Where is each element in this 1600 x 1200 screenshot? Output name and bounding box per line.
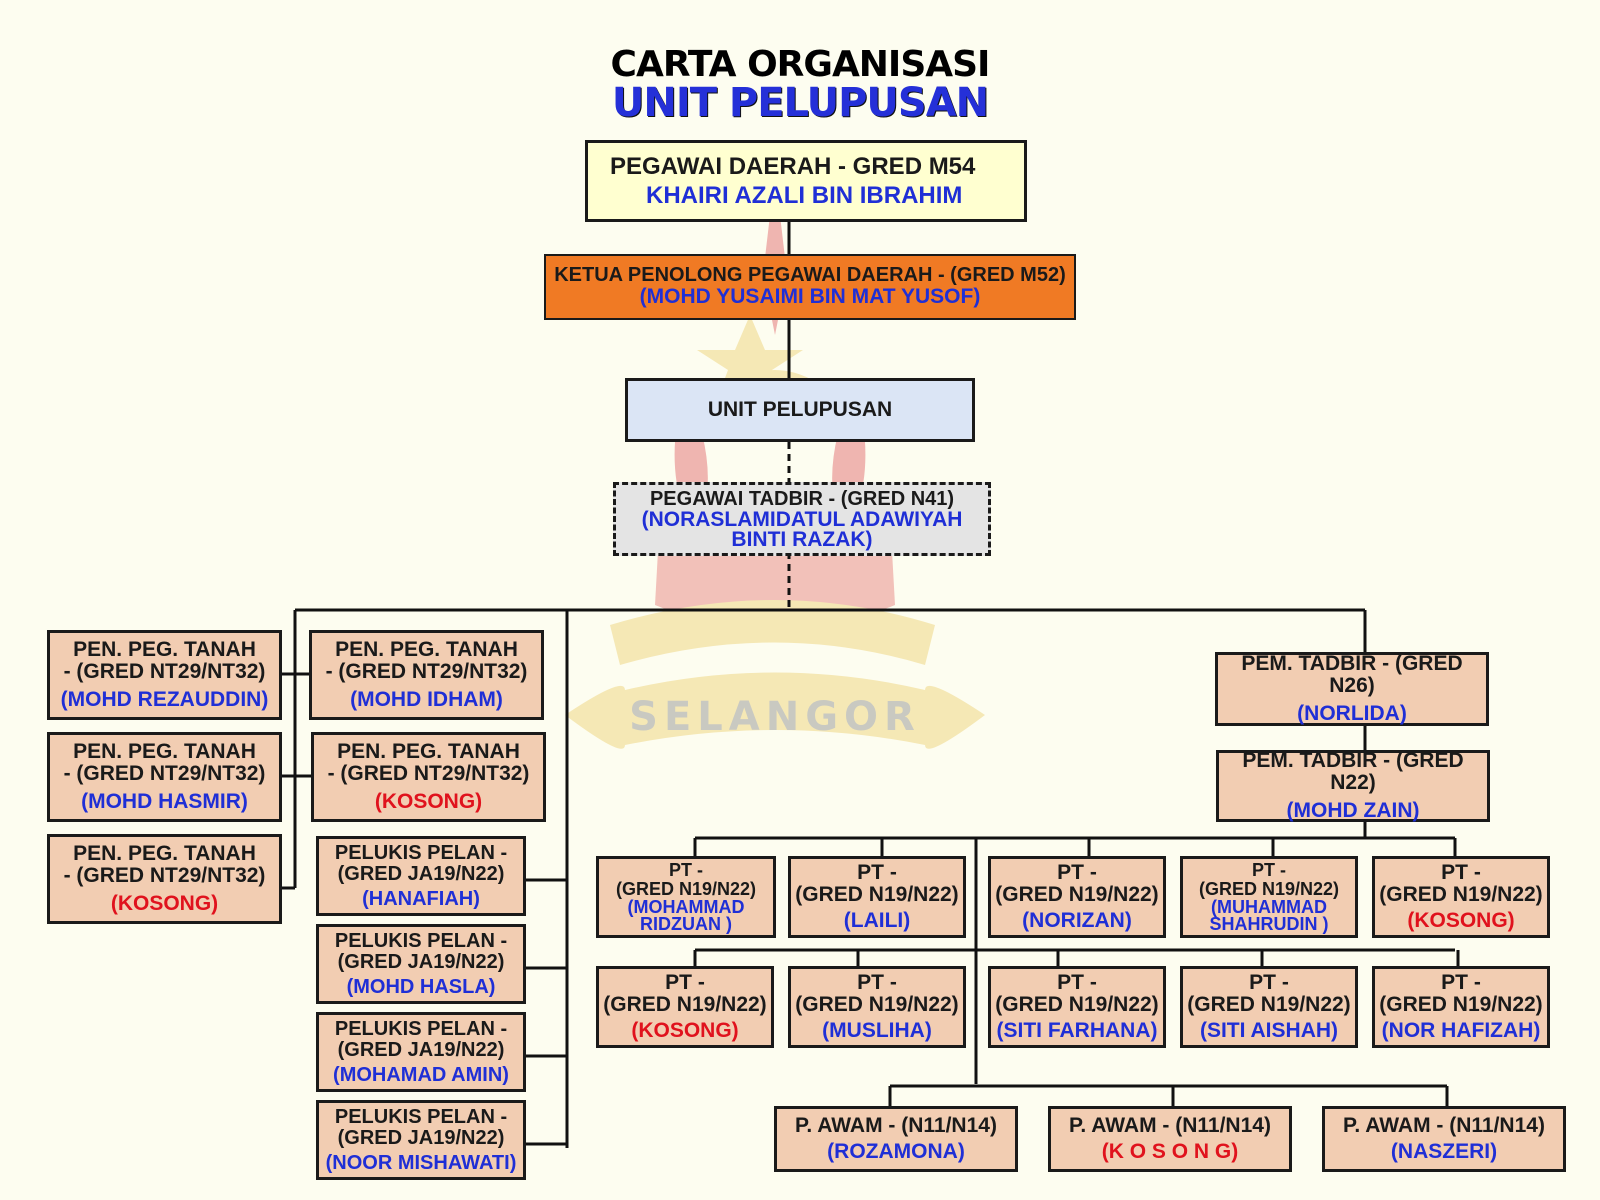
box-name: KHAIRI AZALI BIN IBRAHIM	[646, 181, 963, 209]
box-name: (NOOR MISHAWATI)	[325, 1151, 517, 1174]
box-role: PEN. PEG. TANAH - (GRED NT29/NT32)	[325, 638, 528, 684]
box-p-awam-3: P. AWAM - (N11/N14) (NASZERI)	[1322, 1106, 1566, 1172]
box-name: (NOR HAFIZAH)	[1381, 1018, 1541, 1042]
box-role: PELUKIS PELAN - (GRED JA19/N22)	[334, 1105, 508, 1149]
box-name: (MOHD HASMIR)	[81, 789, 248, 813]
selangor-crest-watermark: SELANGOR	[565, 215, 985, 749]
box-role: PT - (GRED N19/N22)	[995, 971, 1159, 1017]
box-pegawai-daerah: PEGAWAI DAERAH - GRED M54 KHAIRI AZALI B…	[585, 140, 1027, 222]
box-role: PEN. PEG. TANAH - (GRED NT29/NT32)	[63, 842, 266, 888]
box-name: (HANAFIAH)	[362, 887, 480, 910]
box-name-vacant: (KOSONG)	[631, 1018, 739, 1042]
box-name: (NORIZAN)	[1022, 908, 1132, 932]
chart-subtitle: UNIT PELUPUSAN	[611, 80, 989, 126]
box-name: (NORASLAMIDATUL ADAWIYAH BINTI RAZAK)	[641, 507, 963, 551]
box-name: (SITI AISHAH)	[1199, 1018, 1339, 1042]
box-name: (MOHD ZAIN)	[1286, 799, 1420, 823]
box-name: (MUHAMMAD SHAHRUDIN )	[1209, 896, 1329, 934]
box-p-awam-2: P. AWAM - (N11/N14) (K O S O N G)	[1048, 1106, 1292, 1172]
box-pt-row1-4: PT - (GRED N19/N22) (MUHAMMAD SHAHRUDIN …	[1180, 856, 1358, 938]
box-role: PEM. TADBIR - (GRED N26)	[1241, 651, 1463, 697]
box-name-vacant: (KOSONG)	[1407, 908, 1515, 932]
box-role: PEN. PEG. TANAH - (GRED NT29/NT32)	[63, 740, 266, 786]
box-role: PT - (GRED N19/N22)	[795, 971, 959, 1017]
box-role: P. AWAM - (N11/N14)	[1069, 1114, 1271, 1138]
box-role: PT - (GRED N19/N22)	[1187, 971, 1351, 1017]
box-pt-row2-5: PT - (GRED N19/N22) (NOR HAFIZAH)	[1372, 966, 1550, 1048]
box-ketua-penolong: KETUA PENOLONG PEGAWAI DAERAH - (GRED M5…	[544, 254, 1076, 320]
box-pen-peg-tanah-3: PEN. PEG. TANAH - (GRED NT29/NT32) (KOSO…	[47, 834, 282, 924]
box-name: (SITI FARHANA)	[996, 1018, 1158, 1042]
box-pen-peg-tanah-2: PEN. PEG. TANAH - (GRED NT29/NT32) (MOHD…	[47, 732, 282, 822]
box-role: PT - (GRED N19/N22)	[615, 860, 757, 899]
box-name: (LAILI)	[843, 908, 911, 932]
box-name: (MOHAMAD AMIN)	[333, 1063, 509, 1086]
box-p-awam-1: P. AWAM - (N11/N14) (ROZAMONA)	[774, 1106, 1018, 1172]
box-pem-tadbir-n22: PEM. TADBIR - (GRED N22) (MOHD ZAIN)	[1216, 748, 1490, 823]
crest-scroll-icon	[565, 672, 985, 749]
box-name: (ROZAMONA)	[827, 1139, 965, 1163]
box-role: PT - (GRED N19/N22)	[1379, 861, 1543, 907]
box-pt-row2-4: PT - (GRED N19/N22) (SITI AISHAH)	[1180, 966, 1358, 1048]
box-pt-row1-2: PT - (GRED N19/N22) (LAILI)	[788, 856, 966, 938]
box-pt-row1-1: PT - (GRED N19/N22) (MOHAMMAD RIDZUAN )	[596, 856, 776, 938]
box-role: UNIT PELUPUSAN	[707, 397, 893, 421]
box-role: PT - (GRED N19/N22)	[795, 861, 959, 907]
box-pt-row1-5: PT - (GRED N19/N22) (KOSONG)	[1372, 856, 1550, 938]
box-pelukis-pelan-3: PELUKIS PELAN - (GRED JA19/N22) (MOHAMAD…	[316, 1012, 526, 1092]
box-role: PEN. PEG. TANAH - (GRED NT29/NT32)	[327, 740, 530, 786]
box-pem-tadbir-n26: PEM. TADBIR - (GRED N26) (NORLIDA)	[1215, 652, 1489, 726]
box-role: PT - (GRED N19/N22)	[1379, 971, 1543, 1017]
box-role: PEGAWAI DAERAH - GRED M54	[610, 153, 976, 181]
box-name: (MOHD YUSAIMI BIN MAT YUSOF)	[639, 285, 981, 309]
box-role: PT - (GRED N19/N22)	[1198, 860, 1340, 899]
box-name: (MOHD REZAUDDIN)	[60, 687, 269, 711]
box-pen-peg-tanah-5: PEN. PEG. TANAH - (GRED NT29/NT32) (KOSO…	[311, 732, 546, 822]
box-name-vacant: (KOSONG)	[110, 891, 219, 915]
box-name: (MOHD HASLA)	[346, 975, 496, 998]
box-role: PELUKIS PELAN - (GRED JA19/N22)	[334, 1017, 508, 1061]
box-unit-pelupusan: UNIT PELUPUSAN	[625, 378, 975, 442]
chart-title: CARTA ORGANISASI	[610, 44, 991, 85]
box-pelukis-pelan-4: PELUKIS PELAN - (GRED JA19/N22) (NOOR MI…	[316, 1100, 526, 1180]
crest-ribbon-icon	[610, 600, 935, 665]
box-role: P. AWAM - (N11/N14)	[1343, 1114, 1545, 1138]
box-pt-row2-3: PT - (GRED N19/N22) (SITI FARHANA)	[988, 966, 1166, 1048]
box-role: PELUKIS PELAN - (GRED JA19/N22)	[334, 841, 508, 885]
box-role: PT - (GRED N19/N22)	[603, 971, 767, 1017]
box-name: (NASZERI)	[1390, 1139, 1498, 1163]
box-name: (MOHAMMAD RIDZUAN )	[627, 896, 745, 934]
box-role: P. AWAM - (N11/N14)	[795, 1114, 997, 1138]
box-pen-peg-tanah-1: PEN. PEG. TANAH - (GRED NT29/NT32) (MOHD…	[47, 630, 282, 720]
box-pt-row1-3: PT - (GRED N19/N22) (NORIZAN)	[988, 856, 1166, 938]
box-pen-peg-tanah-4: PEN. PEG. TANAH - (GRED NT29/NT32) (MOHD…	[309, 630, 544, 720]
box-name: (MOHD IDHAM)	[350, 687, 503, 711]
box-role: PEGAWAI TADBIR - (GRED N41)	[649, 487, 955, 510]
box-pt-row2-1: PT - (GRED N19/N22) (KOSONG)	[596, 966, 774, 1048]
box-pegawai-tadbir: PEGAWAI TADBIR - (GRED N41) (NORASLAMIDA…	[613, 482, 991, 556]
box-name-vacant: (KOSONG)	[374, 789, 483, 813]
box-pelukis-pelan-2: PELUKIS PELAN - (GRED JA19/N22) (MOHD HA…	[316, 924, 526, 1004]
box-role: PEN. PEG. TANAH - (GRED NT29/NT32)	[63, 638, 266, 684]
box-pelukis-pelan-1: PELUKIS PELAN - (GRED JA19/N22) (HANAFIA…	[316, 836, 526, 916]
box-role: PEM. TADBIR - (GRED N22)	[1242, 748, 1464, 794]
box-pt-row2-2: PT - (GRED N19/N22) (MUSLIHA)	[788, 966, 966, 1048]
crest-scroll-text: SELANGOR	[629, 694, 921, 740]
box-name: (NORLIDA)	[1297, 702, 1407, 726]
box-name-vacant: (K O S O N G)	[1101, 1139, 1239, 1163]
box-role: PELUKIS PELAN - (GRED JA19/N22)	[334, 929, 508, 973]
box-name: (MUSLIHA)	[822, 1018, 932, 1042]
box-role: KETUA PENOLONG PEGAWAI DAERAH - (GRED M5…	[554, 264, 1066, 287]
box-role: PT - (GRED N19/N22)	[995, 861, 1159, 907]
